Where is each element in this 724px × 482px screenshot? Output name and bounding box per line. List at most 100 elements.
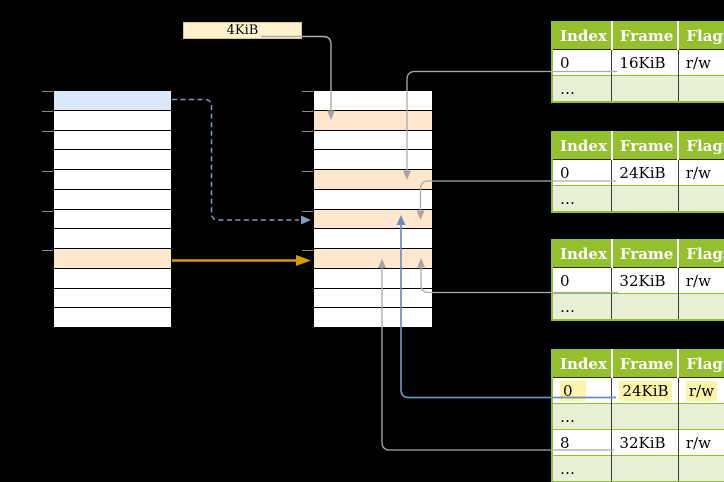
table-0-row-1-cell-0: … — [552, 75, 612, 102]
table-0-row-0-cell-2: r/w — [677, 49, 724, 76]
arrow-virtual0-to-frame — [172, 98, 299, 221]
table-2-row-0-cell-2: r/w — [677, 267, 724, 294]
virtual-memory-row-6 — [54, 209, 171, 230]
table-3-row-3: … — [552, 455, 724, 482]
table-3-header-frame: Frame — [610, 350, 679, 378]
table-3-row-1-cell-0: … — [552, 403, 612, 430]
table-1-header-flags: Flags — [677, 132, 724, 160]
page-size-label: 4KiB — [183, 22, 302, 39]
table-1-row-0-cell-0: 0 — [552, 159, 612, 186]
table-0-row-1-cell-1 — [611, 75, 679, 102]
physical-memory-row-1 — [314, 110, 432, 131]
table-3-row-2-cell-1: 32KiB — [611, 429, 679, 456]
virtual-memory-tick-4 — [42, 171, 53, 172]
highlighted-value: 24KiB — [619, 380, 672, 401]
table-2-row-0-cell-1: 32KiB — [611, 267, 679, 294]
table-0-row-1: … — [552, 75, 724, 102]
table-3-row-1-cell-2 — [677, 403, 724, 430]
table-3-row-0: 0 24KiB r/w — [552, 377, 724, 404]
virtual-memory-row-7 — [54, 229, 171, 249]
virtual-memory-row-4 — [54, 170, 171, 190]
page-size-label-text: 4KiB — [226, 23, 259, 38]
table-3-row-3-cell-2 — [677, 455, 724, 482]
virtual-memory-row-3 — [54, 150, 171, 170]
virtual-memory-row-5 — [54, 189, 171, 210]
virtual-memory-row-2 — [54, 130, 171, 151]
highlighted-value: r/w — [685, 380, 717, 401]
physical-memory-row-3 — [314, 150, 432, 170]
physical-memory-row-5 — [314, 189, 432, 210]
table-2-row-1-cell-0: … — [552, 293, 612, 320]
virtual-memory-row-1 — [54, 110, 171, 131]
table-2-header-frame: Frame — [610, 240, 679, 268]
table-2-header-flags: Flags — [677, 240, 724, 268]
table-0-header-flags: Flags — [677, 22, 724, 50]
virtual-memory-tick-6 — [42, 211, 53, 212]
table-0-header-index: Index — [552, 22, 612, 50]
virtual-memory-row-9 — [54, 268, 171, 289]
physical-memory-tick-6 — [302, 211, 313, 212]
table-1-header-index: Index — [552, 132, 612, 160]
table-3-row-0-cell-2: r/w — [677, 377, 724, 404]
virtual-memory-tick-1 — [42, 111, 53, 112]
table-2-row-0-cell-0: 0 — [552, 267, 612, 294]
table-0-row-0-cell-1: 16KiB — [611, 49, 679, 76]
virtual-memory-tick-0 — [42, 91, 53, 92]
table-2-header-index: Index — [552, 240, 612, 268]
virtual-memory-row-8 — [54, 249, 171, 269]
virtual-memory-row-10 — [54, 288, 171, 309]
table-1-row-1-cell-1 — [611, 185, 679, 212]
table-0-row-1-cell-2 — [677, 75, 724, 102]
virtual-memory-column — [42, 90, 172, 329]
table-1-row-0-cell-2: r/w — [677, 159, 724, 186]
arrow-virtual0-to-frame-head — [301, 215, 311, 225]
table-2-row-1: … — [552, 293, 724, 320]
table-0-header-frame: Frame — [610, 22, 679, 50]
table-3-row-1: … — [552, 403, 724, 430]
physical-memory-row-8 — [314, 249, 432, 269]
physical-memory-row-10 — [314, 288, 432, 309]
table-3-row-3-cell-0: … — [552, 455, 612, 482]
physical-memory-row-0 — [314, 91, 432, 111]
page-table-3: IndexFrameFlags024KiBr/w…832KiBr/w… — [551, 349, 724, 482]
virtual-memory-tick-8 — [42, 250, 53, 251]
table-1-row-1-cell-0: … — [552, 185, 612, 212]
table-3-row-0-cell-1: 24KiB — [611, 377, 679, 404]
physical-memory-row-2 — [314, 130, 432, 151]
table-2-row-1-cell-2 — [677, 293, 724, 320]
table-3-header-flags: Flags — [677, 350, 724, 378]
page-table-2: IndexFrameFlags032KiBr/w… — [551, 239, 724, 321]
physical-memory-tick-2 — [302, 131, 313, 132]
table-3-row-2-cell-2: r/w — [677, 429, 724, 456]
physical-memory-row-6 — [314, 209, 432, 230]
table-1-row-0-cell-1: 24KiB — [611, 159, 679, 186]
table-3-row-2-cell-0: 8 — [552, 429, 612, 456]
table-3-row-1-cell-1 — [611, 403, 679, 430]
physical-memory-tick-4 — [302, 171, 313, 172]
table-0-row-0-cell-0: 0 — [552, 49, 612, 76]
physical-memory-row-11 — [314, 308, 432, 328]
physical-memory-column — [302, 90, 433, 329]
physical-memory-row-4 — [314, 170, 432, 190]
physical-memory-row-7 — [314, 229, 432, 249]
virtual-memory-tick-2 — [42, 131, 53, 132]
table-3-header-index: Index — [552, 350, 612, 378]
table-3-row-3-cell-1 — [611, 455, 679, 482]
arrow-virtual8-to-frame-head — [296, 255, 311, 266]
virtual-memory-row-11 — [54, 308, 171, 328]
physical-memory-row-9 — [314, 268, 432, 289]
table-2-row-1-cell-1 — [611, 293, 679, 320]
page-table-0: IndexFrameFlags016KiBr/w… — [551, 21, 724, 103]
physical-memory-tick-1 — [302, 111, 313, 112]
physical-memory-tick-0 — [302, 91, 313, 92]
physical-memory-tick-8 — [302, 250, 313, 251]
table-1-header-frame: Frame — [610, 132, 679, 160]
table-1-row-1: … — [552, 185, 724, 212]
table-3-row-0-cell-0: 0 — [552, 377, 612, 404]
page-table-1: IndexFrameFlags024KiBr/w… — [551, 131, 724, 213]
